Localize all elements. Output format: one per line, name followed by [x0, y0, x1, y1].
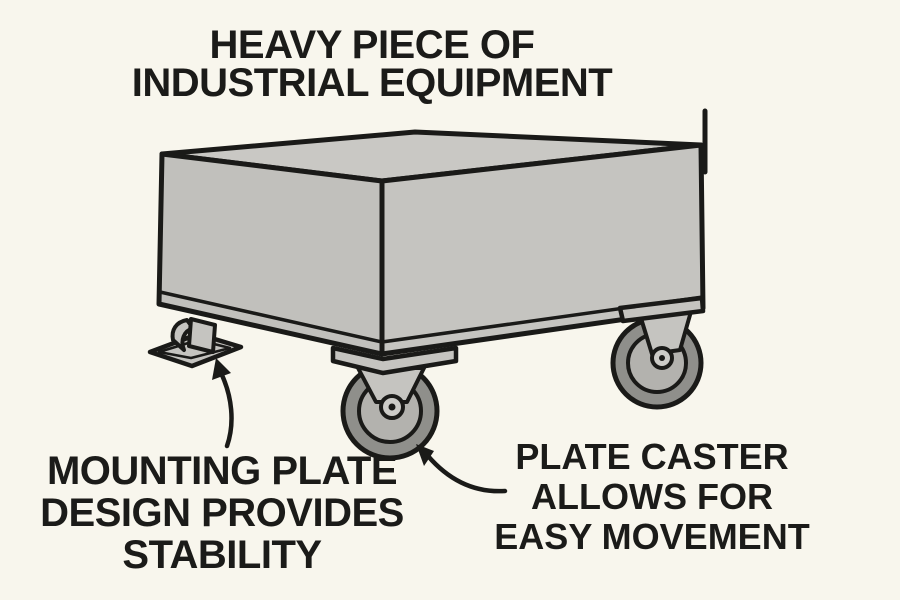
mounting-foot-plate-inner — [157, 338, 232, 360]
right-caster-axle-dot — [659, 355, 665, 361]
mounting-plate-label-line2: DESIGN PROVIDES — [40, 491, 404, 535]
equipment-label-line2: INDUSTRIAL EQUIPMENT — [131, 61, 613, 105]
box-left-flange-line — [158, 290, 384, 344]
equipment-label: HEAVY PIECE OF INDUSTRIAL EQUIPMENT — [122, 23, 622, 105]
plate-caster-label-line2: ALLOWS FOR — [531, 476, 773, 517]
plate-caster-label: PLATE CASTER ALLOWS FOR EASY MOVEMENT — [442, 437, 862, 557]
plate-caster-label-line1: PLATE CASTER — [515, 436, 789, 477]
mounting-plate-label-line3: STABILITY — [122, 533, 322, 577]
mounting-foot-web — [187, 317, 217, 354]
mounting-plate-arrowhead-icon — [212, 358, 231, 380]
equipment-label-line1: HEAVY PIECE OF — [209, 23, 535, 67]
mounting-plate-arrow — [218, 370, 234, 449]
plate-caster-label-line3: EASY MOVEMENT — [494, 516, 810, 557]
right-caster-plate — [617, 295, 706, 324]
plate-caster-arrow — [425, 453, 508, 494]
front-caster-axle-dot — [388, 403, 396, 411]
plate-caster-arrowhead-icon — [416, 444, 434, 466]
mounting-foot-hook — [170, 318, 195, 352]
mounting-plate-label-line1: MOUNTING PLATE — [46, 449, 398, 493]
mounting-plate-label: MOUNTING PLATE DESIGN PROVIDES STABILITY — [22, 450, 422, 576]
front-caster-plate — [330, 345, 459, 376]
